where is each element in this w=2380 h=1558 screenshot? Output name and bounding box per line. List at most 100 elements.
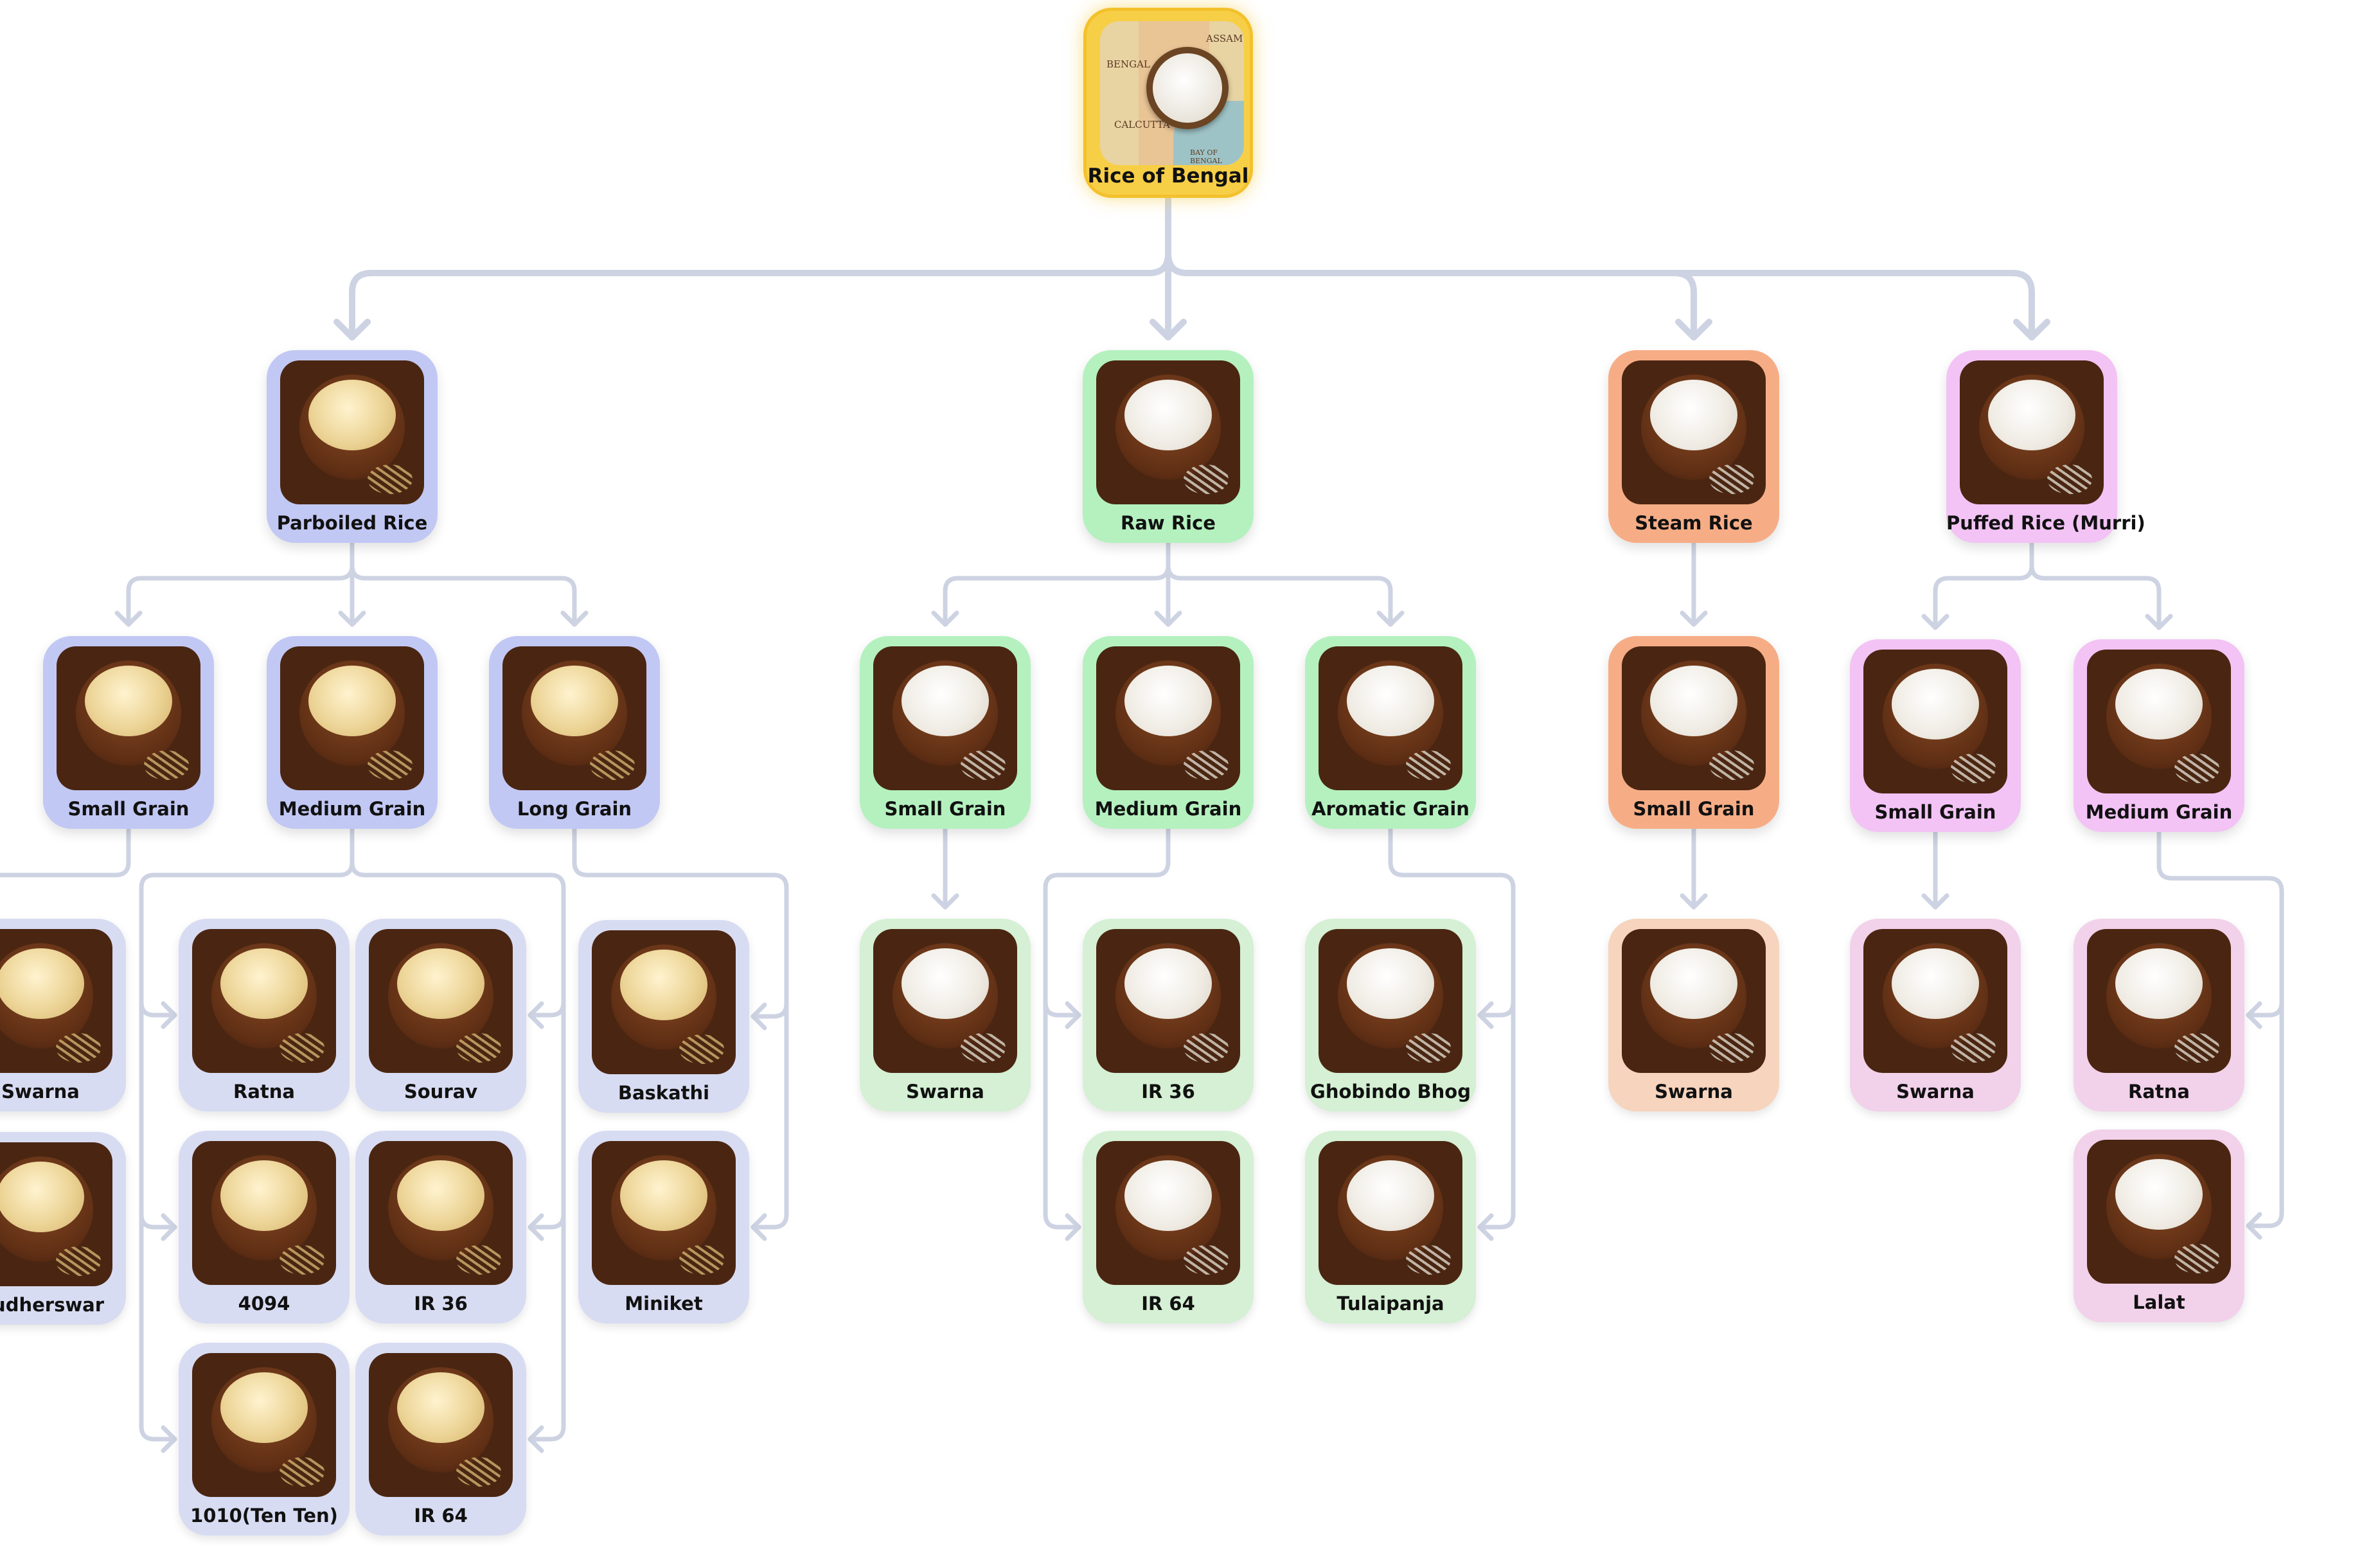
connector-edge xyxy=(1477,1213,1494,1241)
connector-edge xyxy=(750,1001,789,1019)
variety-node-parboiled[interactable]: Miniket xyxy=(578,1131,749,1323)
variety-node-raw[interactable]: IR 64 xyxy=(1083,1131,1254,1323)
variety-node-steam[interactable]: Swarna xyxy=(1608,919,1779,1111)
subcategory-node-raw[interactable]: Small Grain xyxy=(860,636,1031,829)
connector-edge xyxy=(750,1213,767,1241)
connector-edge xyxy=(1933,563,2034,630)
rice-bowl-icon xyxy=(1863,929,2007,1073)
connector-edge xyxy=(1388,860,1516,1217)
node-label: Swarna xyxy=(906,1081,984,1102)
node-label: Swarna xyxy=(1655,1081,1733,1102)
category-node-parboiled[interactable]: Parboiled Rice xyxy=(267,350,438,543)
rice-bowl-icon xyxy=(192,1141,336,1285)
rice-bowl-icon xyxy=(1096,929,1240,1073)
node-label: Steam Rice xyxy=(1635,512,1753,534)
connector-edge xyxy=(2246,1212,2262,1240)
rice-bowl-icon xyxy=(1622,929,1766,1073)
subcategory-node-steam[interactable]: Small Grain xyxy=(1608,636,1779,829)
node-label: Small Grain xyxy=(1874,801,1996,823)
rice-bowl-icon xyxy=(1096,1141,1240,1285)
rice-bowl-icon xyxy=(1622,646,1766,790)
node-label: Ghobindo Bhog xyxy=(1310,1081,1471,1102)
category-node-puffed[interactable]: Puffed Rice (Murri) xyxy=(1946,350,2145,543)
variety-node-parboiled[interactable]: Ratna xyxy=(179,919,350,1111)
connector-edge xyxy=(528,1212,566,1230)
connector-edge xyxy=(1680,610,1708,627)
connector-edge xyxy=(560,610,589,627)
connector-edge xyxy=(931,893,959,910)
subcategory-node-puffed[interactable]: Small Grain xyxy=(1850,639,2021,832)
variety-node-raw[interactable]: Ghobindo Bhog xyxy=(1305,919,1476,1111)
subcategory-node-parboiled[interactable]: Long Grain xyxy=(489,636,660,829)
subcategory-node-parboiled[interactable]: Small Grain xyxy=(43,636,214,829)
connector-edge xyxy=(528,1001,544,1029)
node-label: Small Grain xyxy=(67,798,190,820)
connector-edge xyxy=(1680,893,1708,910)
connector-edge xyxy=(2246,1001,2262,1029)
connector-edge xyxy=(1065,1213,1081,1241)
connector-edge xyxy=(1376,610,1405,627)
rice-bowl-icon xyxy=(0,1142,112,1286)
rice-bowl-icon xyxy=(369,929,513,1073)
connector-edge xyxy=(1477,1212,1516,1230)
variety-node-parboiled[interactable]: IR 36 xyxy=(355,1131,526,1323)
node-label: Swarna xyxy=(1,1081,80,1102)
rice-bowl-icon xyxy=(1319,646,1462,790)
variety-node-parboiled[interactable]: 4094 xyxy=(179,1131,350,1323)
node-label: Parboiled Rice xyxy=(276,512,428,534)
node-label: IR 64 xyxy=(414,1505,468,1527)
variety-node-puffed[interactable]: Lalat xyxy=(2074,1129,2244,1322)
variety-node-parboiled[interactable]: Sourav xyxy=(355,919,526,1111)
connector-edge xyxy=(2246,1210,2284,1228)
category-node-raw[interactable]: Raw Rice xyxy=(1083,350,1254,543)
variety-node-parboiled[interactable]: Baskathi xyxy=(578,920,749,1113)
subcategory-node-raw[interactable]: Medium Grain xyxy=(1083,636,1254,829)
rice-bowl-icon xyxy=(280,646,424,790)
variety-node-parboiled[interactable]: Swarna xyxy=(0,919,126,1111)
variety-node-puffed[interactable]: Swarna xyxy=(1850,919,2021,1111)
subcategory-node-raw[interactable]: Aromatic Grain xyxy=(1305,636,1476,829)
connector-edge xyxy=(2029,563,2162,630)
connector-edge xyxy=(1154,610,1182,627)
subcategory-node-puffed[interactable]: Medium Grain xyxy=(2074,639,2244,832)
rice-bowl-icon xyxy=(1319,1141,1462,1285)
subcategory-node-parboiled[interactable]: Medium Grain xyxy=(267,636,438,829)
rice-bowl-icon xyxy=(0,929,112,1073)
rice-bowl-icon xyxy=(1096,646,1240,790)
node-label: IR 36 xyxy=(1141,1081,1195,1102)
node-label: Baskathi xyxy=(617,1082,710,1104)
connector-edge xyxy=(0,860,131,878)
variety-node-parboiled[interactable]: Dudherswar xyxy=(0,1132,126,1325)
connector-edge xyxy=(528,1213,544,1241)
node-label: Sourav xyxy=(404,1081,478,1102)
connector-edge xyxy=(139,1000,177,1018)
node-label: IR 64 xyxy=(1141,1293,1195,1315)
connector-edge xyxy=(1165,251,2035,341)
variety-node-raw[interactable]: Swarna xyxy=(860,919,1031,1111)
connector-edge xyxy=(1043,1212,1081,1230)
node-label: Miniket xyxy=(625,1293,703,1315)
connector-edge xyxy=(528,1425,544,1453)
node-label: 1010(Ten Ten) xyxy=(190,1505,338,1527)
rice-bowl-icon xyxy=(1319,929,1462,1073)
connector-edge xyxy=(350,563,577,627)
connector-edge xyxy=(572,860,789,1217)
node-label: Small Grain xyxy=(1633,798,1755,820)
category-node-steam[interactable]: Steam Rice xyxy=(1608,350,1779,543)
connector-edge xyxy=(750,1212,789,1230)
connector-edge xyxy=(1166,563,1393,627)
node-label: Ratna xyxy=(233,1081,295,1102)
variety-node-parboiled[interactable]: IR 64 xyxy=(355,1343,526,1536)
variety-node-parboiled[interactable]: 1010(Ten Ten) xyxy=(179,1343,350,1536)
rice-bowl-icon xyxy=(592,930,736,1074)
variety-node-raw[interactable]: Tulaipanja xyxy=(1305,1131,1476,1323)
node-label: Raw Rice xyxy=(1121,512,1216,534)
map-word-calcutta: CALCUTTA xyxy=(1114,119,1170,130)
variety-node-raw[interactable]: IR 36 xyxy=(1083,919,1254,1111)
rice-bowl-icon xyxy=(873,646,1017,790)
connector-edge xyxy=(161,1425,177,1453)
node-label: Puffed Rice (Murri) xyxy=(1946,512,2145,534)
variety-node-puffed[interactable]: Ratna xyxy=(2074,919,2244,1111)
